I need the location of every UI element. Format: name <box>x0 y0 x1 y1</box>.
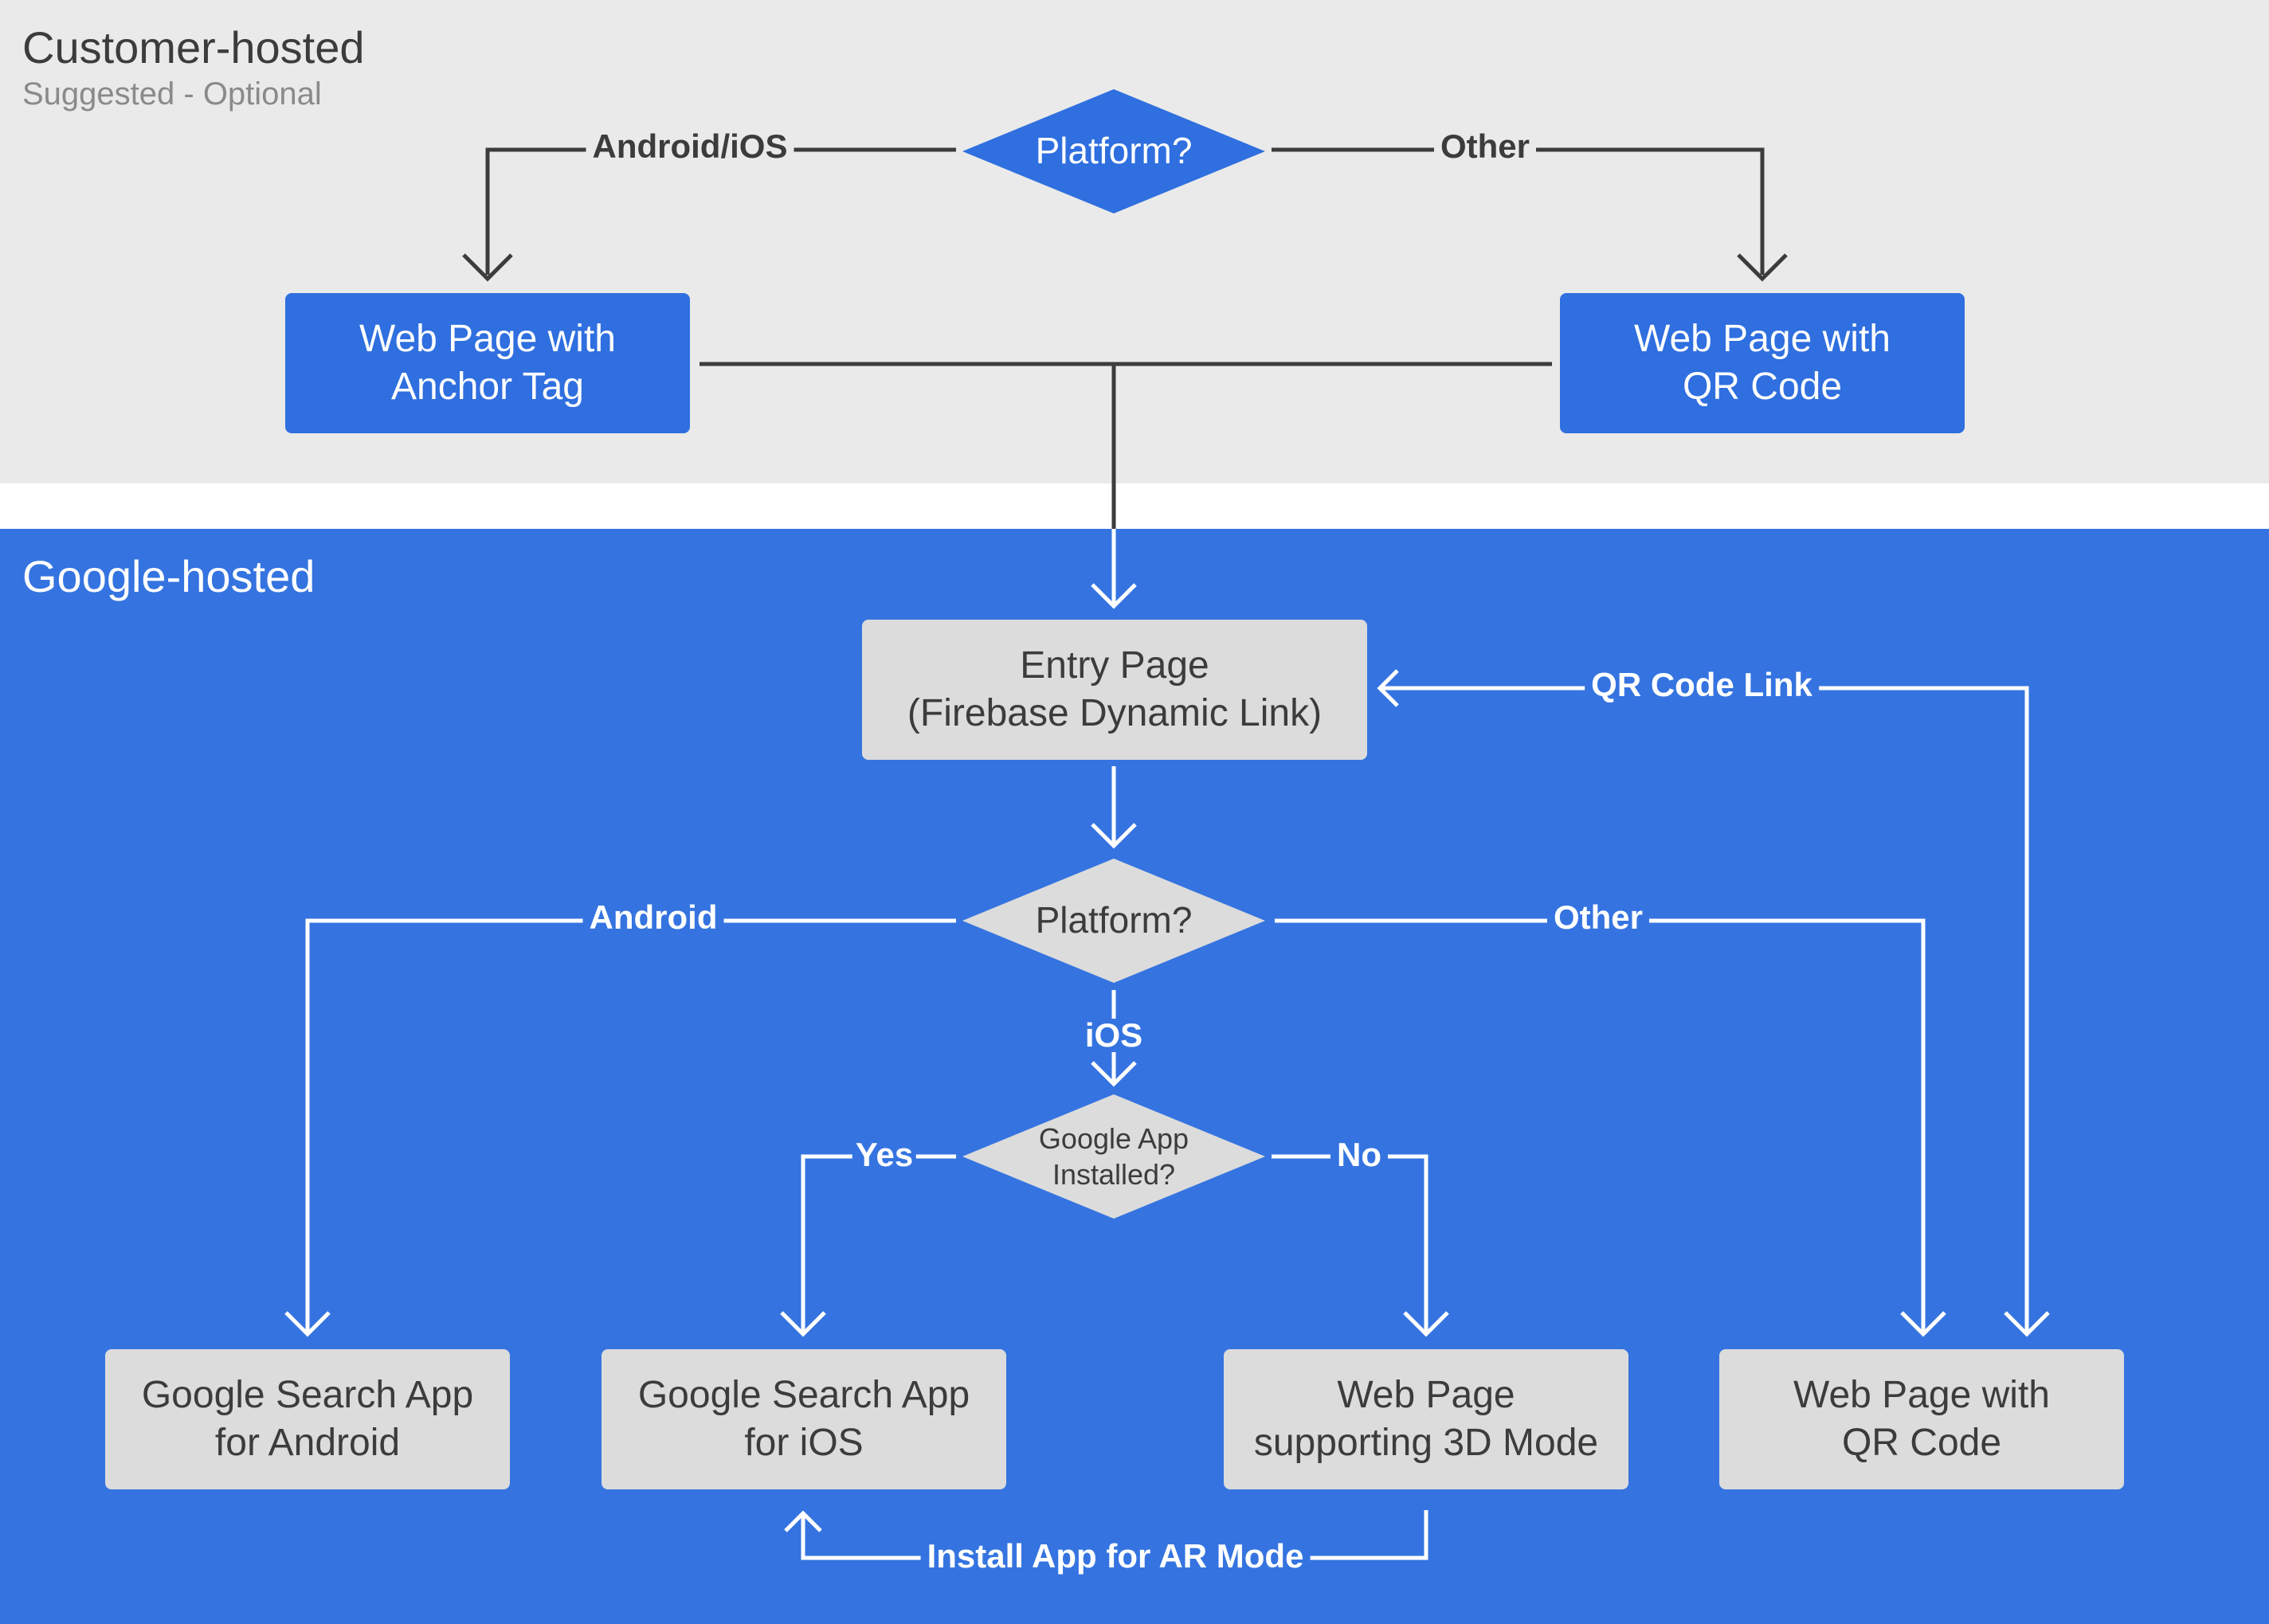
arrowhead-qr-bottom-up <box>2004 1311 2050 1337</box>
label-no: No <box>1330 1138 1388 1172</box>
platform-mid-diamond <box>962 859 1265 983</box>
label-android: Android <box>582 901 724 934</box>
search-android-line1: Google Search App <box>141 1374 474 1416</box>
arrowhead-no <box>1403 1311 1449 1337</box>
web-page-3d-node: Web Page supporting 3D Mode <box>1224 1349 1628 1489</box>
label-other-top: Other <box>1433 130 1537 163</box>
arrowhead-anchor <box>462 253 513 282</box>
customer-hosted-subtitle: Suggested - Optional <box>22 76 322 112</box>
arrowhead-other-mid <box>1900 1311 1946 1337</box>
qr-code-page-bottom-node: Web Page with QR Code <box>1719 1349 2124 1489</box>
edge-other-mid <box>1275 918 1926 1332</box>
google-app-line2: Installed? <box>1052 1158 1176 1191</box>
arrowhead-install-app <box>784 1510 822 1532</box>
label-ios: iOS <box>1078 1019 1150 1052</box>
platform-mid-node: Platform? <box>962 859 1265 983</box>
web-3d-line1: Web Page <box>1337 1374 1515 1416</box>
search-ios-line1: Google Search App <box>637 1374 970 1416</box>
platform-top-node: Platform? <box>962 89 1265 213</box>
google-app-line1: Google App <box>1038 1122 1189 1155</box>
arrowhead-qr-top <box>1737 253 1788 282</box>
arrowhead-android <box>284 1311 331 1337</box>
arrowhead-entry <box>1091 583 1137 609</box>
anchor-tag-line2: Anchor Tag <box>391 366 584 408</box>
search-app-ios-node: Google Search App for iOS <box>602 1349 1006 1489</box>
google-hosted-title: Google-hosted <box>22 551 315 601</box>
entry-page-line2: (Firebase Dynamic Link) <box>907 692 1323 734</box>
search-ios-line2: for iOS <box>744 1422 864 1464</box>
google-app-diamond <box>962 1094 1265 1219</box>
google-app-node: Google App Installed? <box>962 1094 1265 1219</box>
customer-connectors <box>462 147 1788 529</box>
customer-hosted-title: Customer-hosted <box>22 22 365 72</box>
arrowhead-qr-link <box>1377 669 1399 707</box>
arrowhead-platform-mid <box>1091 823 1137 849</box>
platform-top-label: Platform? <box>1035 130 1193 172</box>
edge-platform-to-qr-top <box>1272 147 1765 275</box>
edge-android <box>305 918 956 1332</box>
edge-no <box>1272 1154 1428 1332</box>
qr-bottom-line1: Web Page with <box>1793 1374 2050 1416</box>
search-app-android-node: Google Search App for Android <box>105 1349 510 1489</box>
label-qr-code-link: QR Code Link <box>1585 668 1819 702</box>
label-android-ios: Android/iOS <box>586 130 794 163</box>
label-yes: Yes <box>852 1138 917 1172</box>
anchor-tag-page-node: Web Page with Anchor Tag <box>285 293 690 433</box>
search-android-line2: for Android <box>214 1422 401 1464</box>
edge-platform-to-anchor <box>485 147 956 275</box>
qr-top-line2: QR Code <box>1682 366 1843 408</box>
web-3d-line2: supporting 3D Mode <box>1253 1422 1599 1464</box>
platform-top-diamond <box>962 89 1265 213</box>
qr-top-line1: Web Page with <box>1634 318 1891 360</box>
label-other-mid: Other <box>1546 901 1650 934</box>
label-install-app: Install App for AR Mode <box>920 1540 1311 1573</box>
qr-code-page-top-node: Web Page with QR Code <box>1560 293 1965 433</box>
edge-qr-link <box>1380 686 2029 1332</box>
google-connectors <box>284 529 2050 1560</box>
arrowhead-yes <box>780 1311 826 1337</box>
edge-yes <box>801 1154 956 1332</box>
entry-page-node: Entry Page (Firebase Dynamic Link) <box>862 620 1367 760</box>
arrowhead-ios <box>1091 1061 1137 1087</box>
platform-mid-label: Platform? <box>1035 899 1193 941</box>
qr-bottom-line2: QR Code <box>1841 1422 2002 1464</box>
anchor-tag-line1: Web Page with <box>359 318 616 360</box>
entry-page-line1: Entry Page <box>1020 644 1209 687</box>
